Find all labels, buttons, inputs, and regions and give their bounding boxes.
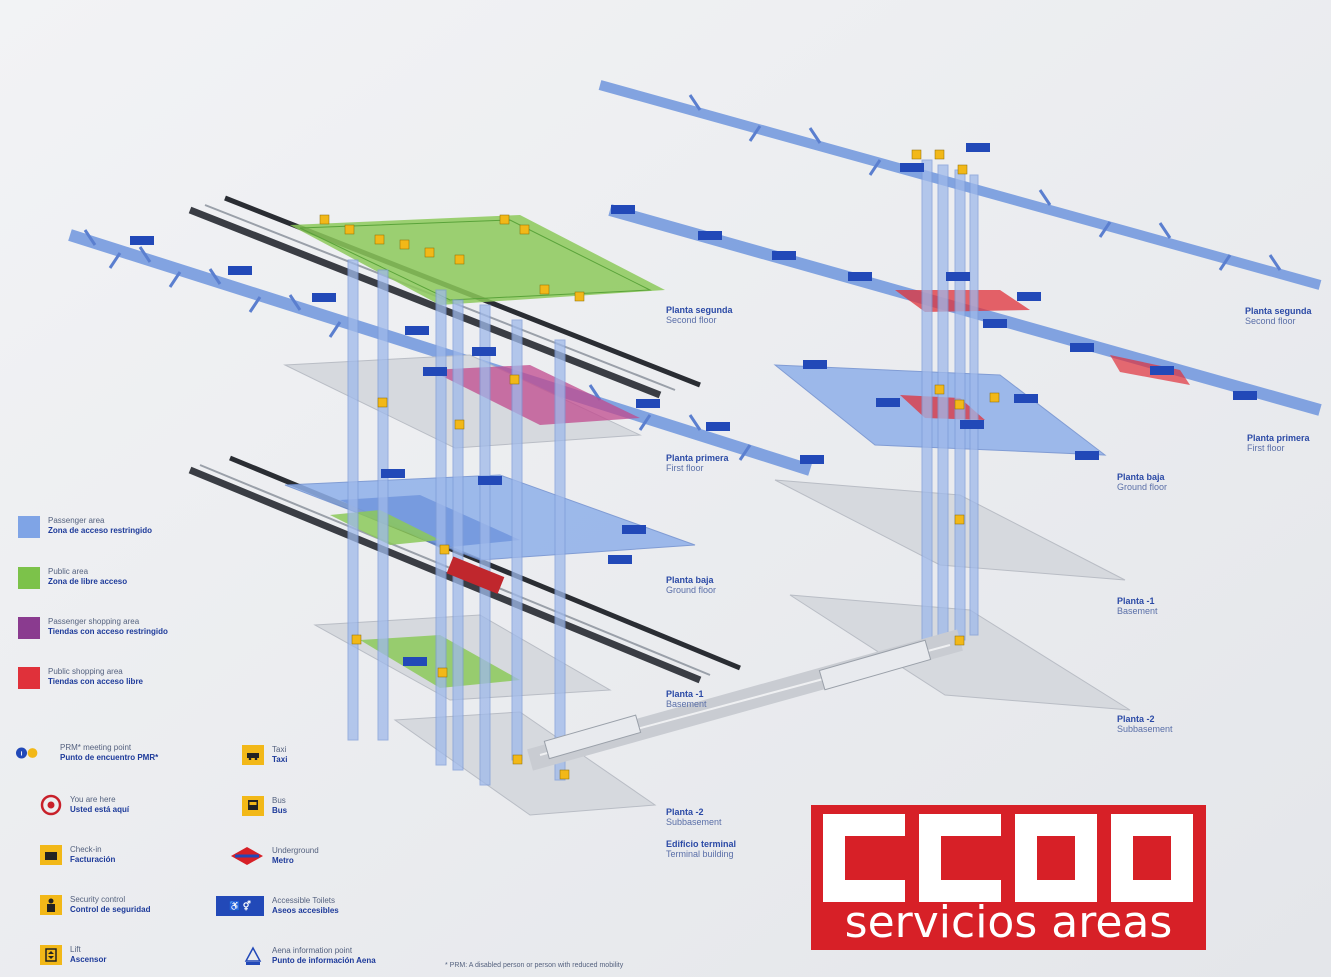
ccoo-subtitle: servicios areas <box>844 897 1173 948</box>
lift-icon <box>40 945 62 965</box>
ccoo-logo: servicios areas <box>811 805 1206 950</box>
you-are-here-icon <box>40 794 62 816</box>
aena-info-icon <box>242 946 264 966</box>
public-area-swatch <box>18 567 40 589</box>
facility-icons <box>319 149 1000 780</box>
passenger-area-swatch <box>18 516 40 538</box>
accessible-toilets-icon: ♿ ⚥ <box>216 896 264 916</box>
gate-signs <box>130 143 1257 666</box>
ccoo-logo-mark <box>823 814 1193 902</box>
taxi-icon <box>242 745 264 765</box>
public-shopping-swatch <box>18 667 40 689</box>
bus-icon <box>242 796 264 816</box>
terminal-left <box>68 215 812 816</box>
security-icon <box>40 895 62 915</box>
metro-icon <box>230 846 264 866</box>
svg-text:i: i <box>21 750 23 757</box>
passenger-shopping-swatch <box>18 617 40 639</box>
info-prm-icon: i <box>16 743 38 763</box>
prm-footnote: * PRM: A disabled person or person with … <box>445 962 624 969</box>
check-in-icon <box>40 845 62 865</box>
